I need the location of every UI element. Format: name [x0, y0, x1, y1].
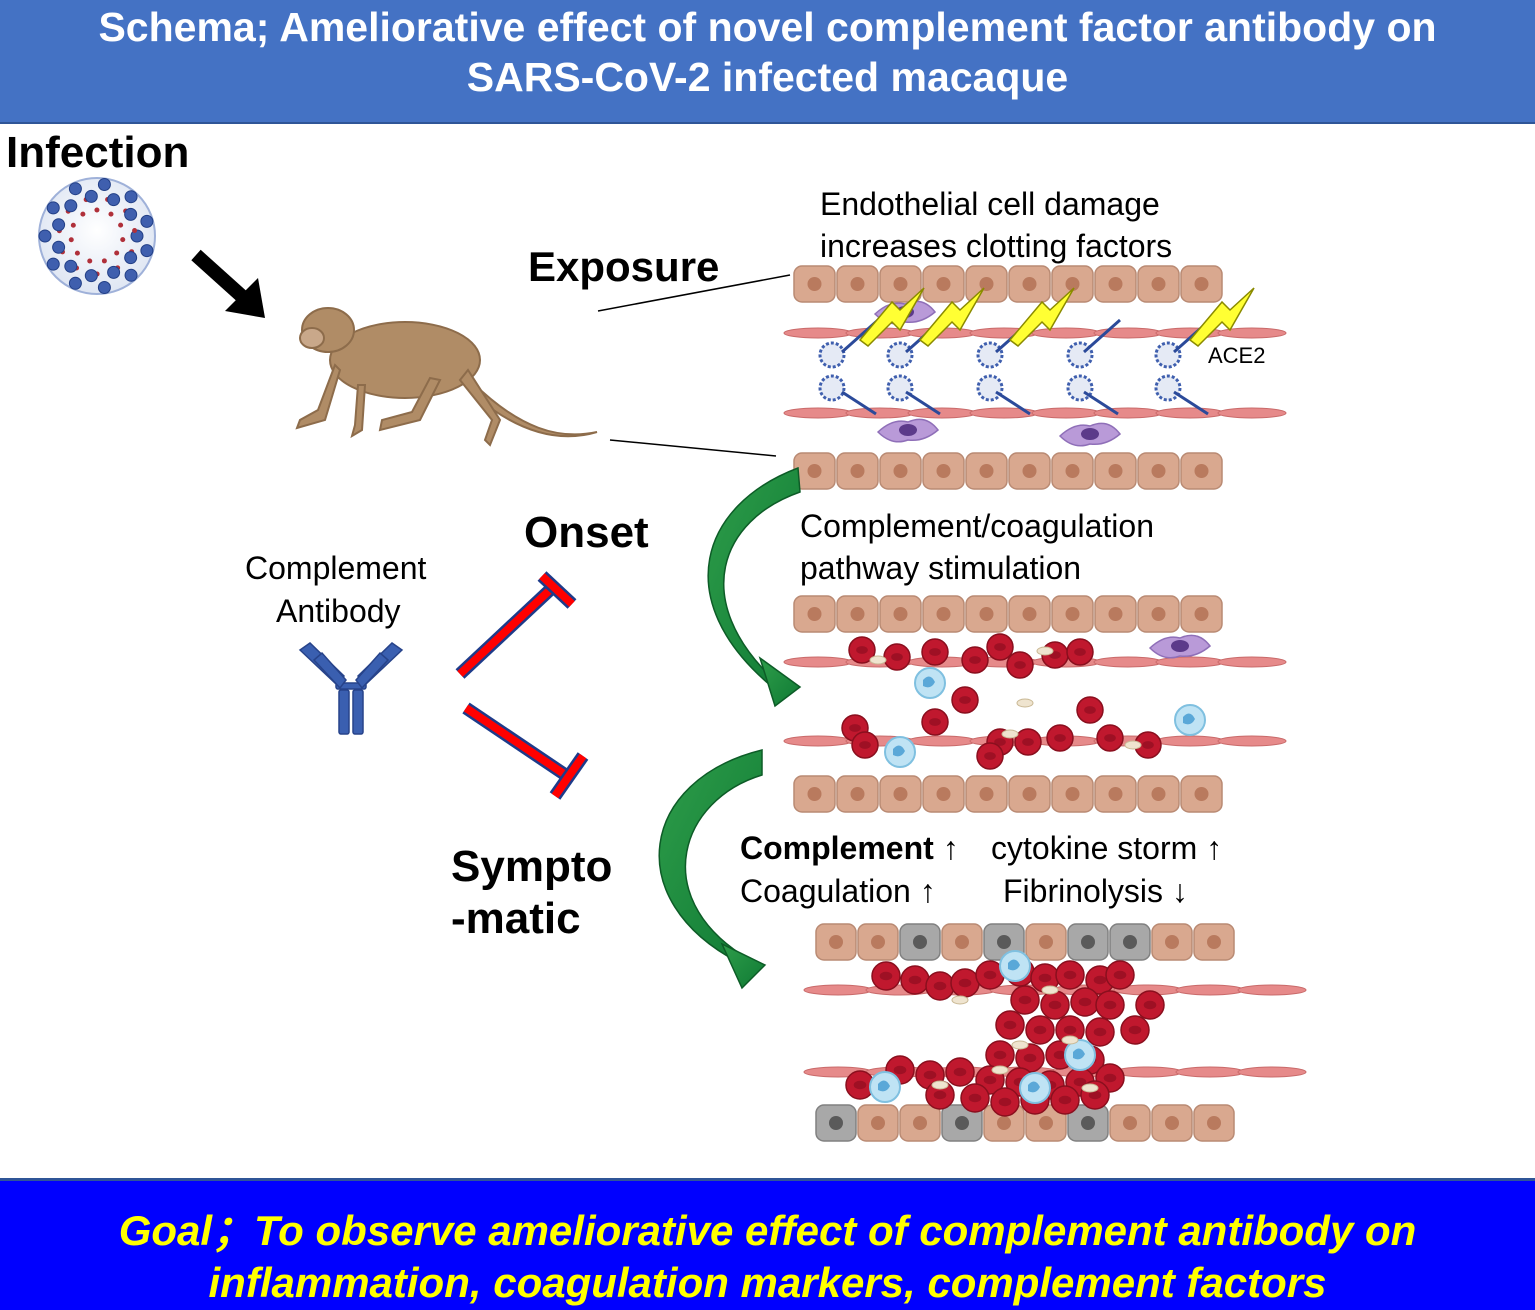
inhibit-onset-arrow	[455, 571, 577, 679]
symptomatic-flow-arrow	[658, 749, 767, 990]
virus-particle	[886, 374, 914, 402]
lightning-icon	[1008, 287, 1075, 347]
endothelium-bottom-2	[793, 775, 1223, 813]
antibody-label-line-2: Antibody	[276, 593, 401, 629]
title-line-2: SARS-CoV-2 infected macaque	[466, 54, 1069, 100]
lightning-icon	[918, 287, 985, 347]
symptomatic-label-line-1: Sympto	[451, 842, 613, 891]
fibrinolysis-label: Fibrinolysis ↓	[1003, 873, 1188, 909]
complement-bold: Complement	[740, 830, 934, 866]
pathway-label-line-2: pathway stimulation	[800, 550, 1082, 586]
endothelium-bottom-3	[815, 1104, 1235, 1142]
infection-label: Infection	[6, 128, 190, 177]
virus-particle	[976, 374, 1004, 402]
sars-cov-2-virus-icon	[38, 177, 156, 295]
cytokine-storm-label: cytokine storm ↑	[991, 830, 1223, 866]
title-banner: Schema; Ameliorative effect of novel com…	[0, 0, 1535, 124]
onset-flow-arrow	[707, 466, 802, 708]
title-line-1: Schema; Ameliorative effect of novel com…	[98, 4, 1437, 50]
coagulation-label: Coagulation ↑	[740, 873, 936, 909]
lightning-icon	[1188, 287, 1255, 347]
symptomatic-label-line-2: -matic	[451, 894, 581, 943]
goal-line-2: inflammation, coagulation markers, compl…	[208, 1259, 1327, 1306]
macaque-icon	[295, 307, 598, 447]
virus-particle	[976, 341, 1004, 369]
onset-label: Onset	[524, 508, 649, 557]
antibody-label-line-1: Complement	[245, 550, 427, 586]
exposure-pointer-line-lower	[609, 439, 777, 457]
virus-particle	[1154, 374, 1182, 402]
complement-up-arrow: ↑	[942, 830, 959, 866]
schema-diagram	[38, 177, 1307, 1142]
inhibit-symptomatic-arrow	[462, 702, 589, 800]
lightning-icon	[858, 287, 925, 347]
complement-increase-label: Complement ↑	[740, 830, 959, 867]
virus-particle	[818, 341, 846, 369]
infection-arrow-icon	[191, 249, 265, 318]
endothelial-label-line-1: Endothelial cell damage	[820, 186, 1160, 222]
endothelium-bottom-1	[793, 452, 1223, 490]
exposure-label: Exposure	[528, 243, 720, 290]
endothelial-label-line-2: increases clotting factors	[820, 228, 1173, 264]
exposure-pointer-line	[597, 274, 791, 312]
smooth-muscle-1b	[783, 407, 1287, 419]
endothelium-top-3	[815, 923, 1235, 961]
goal-banner: Goal；To observe ameliorative effect of c…	[0, 1178, 1535, 1310]
endothelium-top-1	[793, 265, 1223, 303]
virus-particle	[1154, 341, 1182, 369]
pathway-label-line-1: Complement/coagulation	[800, 508, 1154, 544]
virus-particle	[818, 374, 846, 402]
goal-line-1: Goal；To observe ameliorative effect of c…	[118, 1207, 1417, 1254]
virus-particle	[886, 341, 914, 369]
endothelium-top-2	[793, 595, 1223, 633]
ace2-label: ACE2	[1208, 343, 1266, 368]
complement-antibody-icon	[298, 642, 404, 735]
